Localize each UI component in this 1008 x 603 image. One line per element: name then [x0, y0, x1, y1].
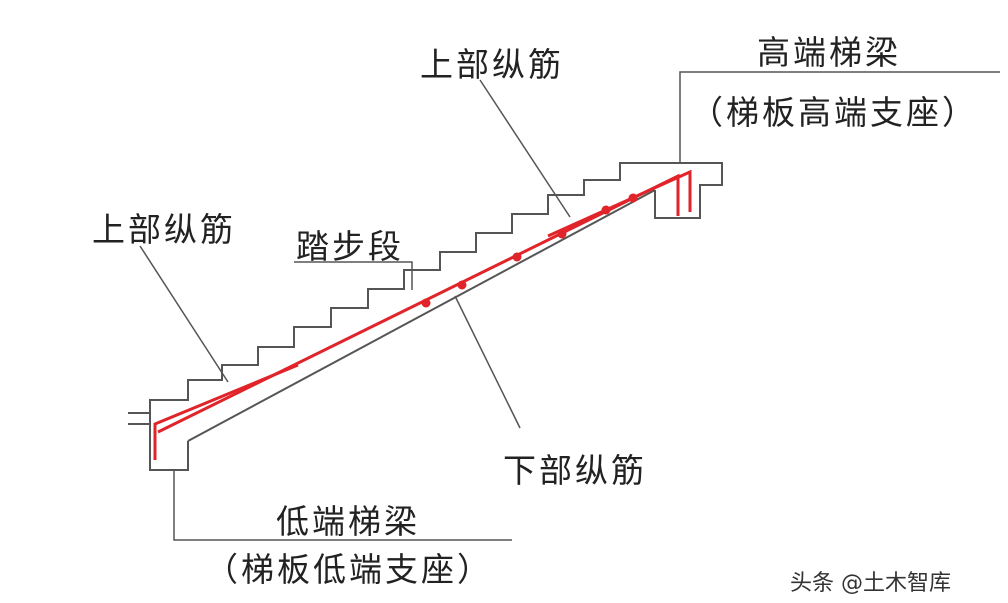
rebar-dots: [421, 193, 638, 308]
low-end-beam-label: 低端梯梁: [276, 502, 420, 541]
high-end-beam-label: 高端梯梁: [757, 33, 901, 72]
rebar-dot: [601, 205, 611, 215]
high-end-support-label: （梯板高端支座）: [690, 93, 978, 132]
rebar-dot: [512, 252, 522, 262]
lower-rebar-line: [157, 173, 680, 434]
upper-rebar-left-line: [153, 363, 299, 460]
rebar: [153, 169, 692, 460]
leader-low-beam: [173, 470, 512, 541]
lower-rebar-label: 下部纵筋: [503, 451, 647, 490]
rebar-dot: [457, 280, 467, 290]
upper-rebar-top-line: [547, 169, 692, 238]
leader-high-beam: [679, 71, 1000, 163]
step-section-label: 踏步段: [296, 227, 404, 266]
leader-upper-top: [479, 79, 571, 218]
stair-soffit: [187, 189, 656, 442]
leader-upper-left: [139, 245, 229, 383]
watermark: 头条 @土木智库: [790, 571, 951, 596]
upper-rebar-top-label: 上部纵筋: [420, 45, 564, 84]
leader-step: [294, 261, 413, 290]
rebar-dot: [421, 298, 431, 308]
leader-lines: [139, 71, 1000, 541]
low-end-support-label: （梯板低端支座）: [205, 550, 493, 589]
rebar-dot: [557, 229, 567, 239]
stair-outline: [128, 162, 723, 471]
rebar-dot: [628, 193, 638, 203]
upper-rebar-left-label: 上部纵筋: [92, 210, 236, 249]
high-end-beam: [654, 162, 723, 219]
leader-lower: [454, 295, 521, 429]
stair-steps: [149, 162, 655, 413]
